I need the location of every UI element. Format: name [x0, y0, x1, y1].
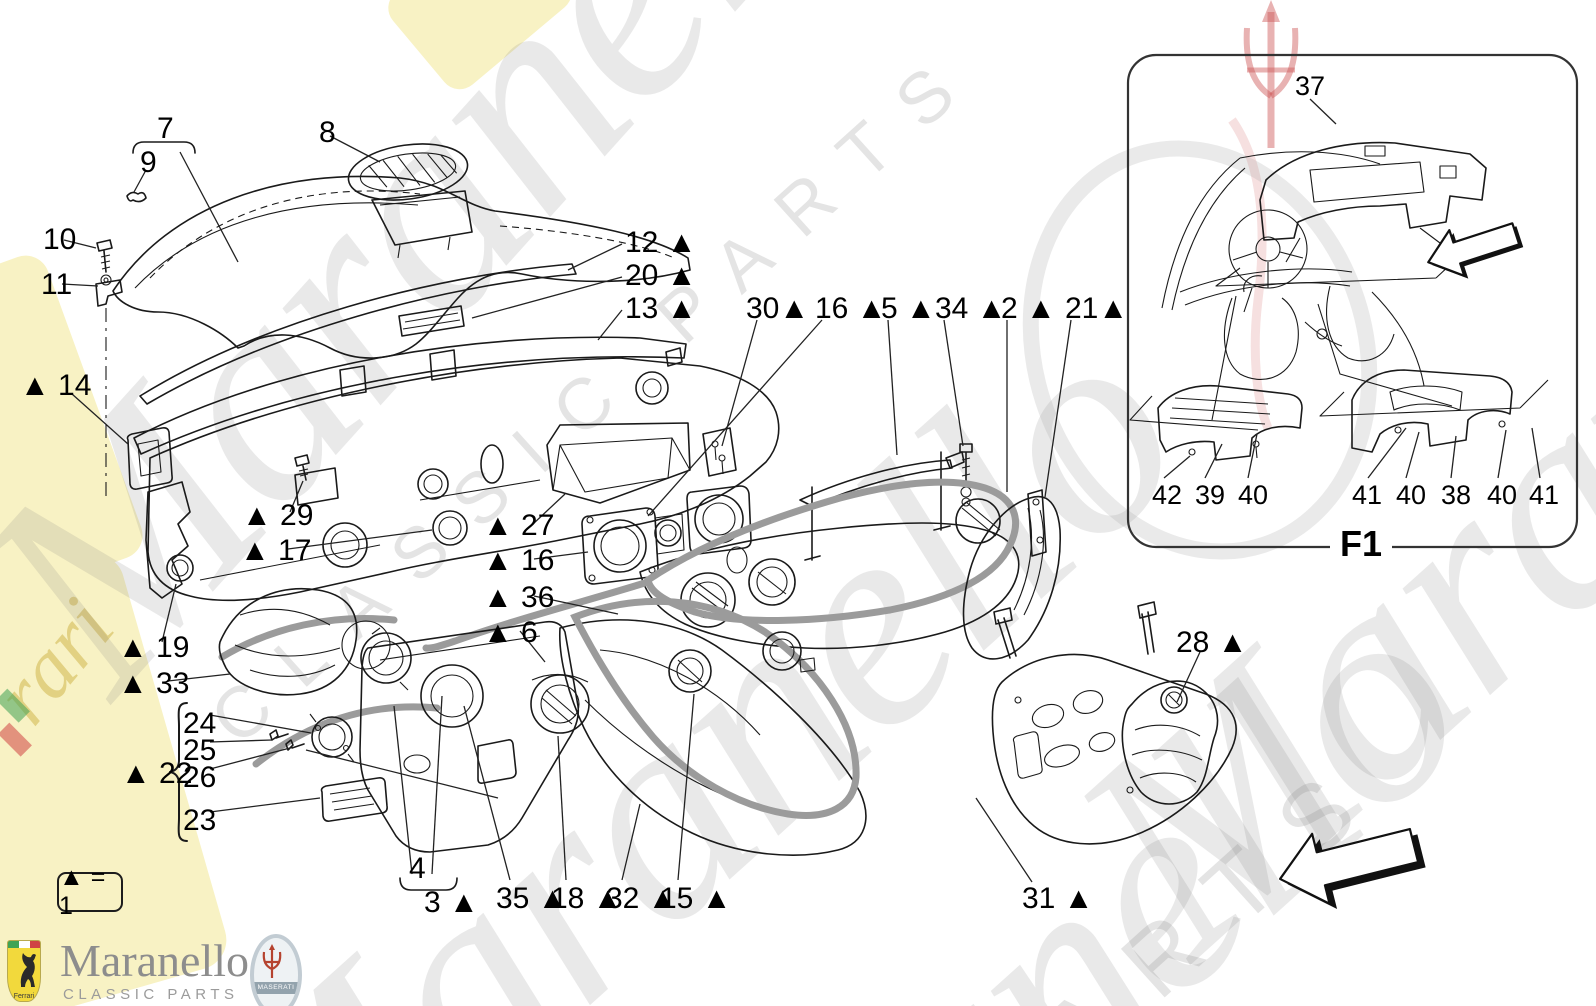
legend-note: ▲ = 1 — [59, 863, 106, 920]
callout-5[interactable]: 5 ▲ — [881, 292, 936, 325]
oval-watermark — [1022, 140, 1378, 560]
callout-7[interactable]: 7 — [157, 112, 174, 145]
callout-35[interactable]: 35 ▲ — [496, 882, 568, 915]
callout-33[interactable]: ▲ 33 — [118, 667, 190, 700]
part-screws-and-pins — [294, 443, 973, 507]
callout-4[interactable]: 4 — [409, 852, 426, 885]
callout-10[interactable]: 10 — [43, 223, 77, 256]
inset-callout-40[interactable]: 40 — [1238, 480, 1269, 510]
part-speaker-grille — [347, 143, 473, 259]
part-gear-shift-gaiter — [1121, 680, 1219, 805]
part-side-end-panel — [962, 489, 1062, 660]
callout-31[interactable]: 31 ▲ — [1022, 882, 1094, 915]
maserati-trident-watermark — [1228, 0, 1299, 430]
callout-23[interactable]: 23 — [183, 804, 217, 837]
part-speaker-ring-set — [269, 713, 388, 822]
footer-brand-name[interactable]: Maranello — [60, 935, 250, 986]
footer-brand-bar: Ferrari Maranello CLASSIC PARTS MASERATI — [0, 930, 420, 1006]
inset-callout-41[interactable]: 41 — [1529, 480, 1560, 510]
callout-17[interactable]: ▲ 17 — [240, 534, 312, 567]
inset-callout-38[interactable]: 38 — [1441, 480, 1472, 510]
part-vent-knobs — [668, 631, 816, 693]
part-trim-strip-upper — [799, 451, 965, 561]
callout-29[interactable]: ▲ 29 — [242, 499, 314, 532]
callout-2[interactable]: 2 ▲ — [1001, 292, 1056, 325]
callout-11[interactable]: 11 — [41, 268, 73, 301]
inset-callout-41[interactable]: 41 — [1352, 480, 1383, 510]
callout-32[interactable]: 32 ▲ — [606, 882, 678, 915]
part-dashboard-frame — [133, 336, 687, 455]
part-lower-left-panel — [341, 620, 590, 853]
footer-brand-tagline: CLASSIC PARTS — [63, 986, 239, 1003]
maserati-logo: MASERATI — [250, 934, 302, 1006]
inset-callout-37[interactable]: 37 — [1295, 71, 1326, 101]
callout-8[interactable]: 8 — [319, 116, 336, 149]
ferrari-logo-label: Ferrari — [13, 993, 35, 1000]
callout-16[interactable]: 16 ▲ — [815, 292, 887, 325]
inset-callout-39[interactable]: 39 — [1195, 480, 1226, 510]
callout-3[interactable]: 3 ▲ — [424, 886, 479, 919]
part-defroster-trim-strip — [139, 263, 577, 405]
inset-lower-cover-right — [1319, 369, 1549, 453]
direction-arrow — [1278, 827, 1426, 910]
callout-6[interactable]: ▲ 6 — [483, 616, 538, 649]
inset-callout-40[interactable]: 40 — [1396, 480, 1427, 510]
callout-28[interactable]: 28 ▲ — [1176, 626, 1248, 659]
inset-callout-40[interactable]: 40 — [1487, 480, 1518, 510]
callout-36[interactable]: ▲ 36 — [483, 581, 555, 614]
maserati-logo-label: MASERATI — [254, 982, 298, 994]
callout-13[interactable]: 13 ▲ — [625, 292, 697, 325]
callout-12[interactable]: 12 ▲ — [625, 226, 697, 259]
legend-box: ▲ = 1 — [57, 863, 123, 920]
callout-22[interactable]: ▲ 22 — [121, 757, 193, 790]
callout-16[interactable]: ▲ 16 — [483, 544, 555, 577]
part-gasket-rings — [432, 510, 468, 546]
callout-18[interactable]: 18 ▲ — [551, 882, 623, 915]
callout-15[interactable]: 15 ▲ — [660, 882, 732, 915]
ferrari-logo: Ferrari — [7, 940, 41, 1002]
callout-34[interactable]: 34 ▲ — [935, 292, 1007, 325]
callout-21[interactable]: 21▲ — [1065, 292, 1129, 325]
part-center-console-plate — [991, 601, 1237, 845]
maserati-trident-icon — [262, 944, 282, 978]
inset-cockpit-sketch — [1161, 151, 1453, 421]
part-storage-bin — [546, 422, 691, 504]
inset-direction-arrow — [1427, 222, 1524, 279]
callout-27[interactable]: ▲ 27 — [483, 509, 555, 542]
callout-20[interactable]: 20 ▲ — [625, 259, 697, 292]
callout-19[interactable]: ▲ 19 — [118, 631, 190, 664]
inset-figure-label[interactable]: F1 — [1330, 524, 1393, 564]
callout-14[interactable]: ▲ 14 — [20, 369, 92, 402]
callout-30[interactable]: 30▲ — [746, 292, 810, 325]
callout-9[interactable]: 9 — [140, 146, 157, 179]
inset-callout-42[interactable]: 42 — [1152, 480, 1183, 510]
inset-lower-cover-left — [1129, 384, 1303, 461]
prancing-horse-icon — [20, 953, 36, 987]
callout-26[interactable]: 26 — [183, 761, 217, 794]
